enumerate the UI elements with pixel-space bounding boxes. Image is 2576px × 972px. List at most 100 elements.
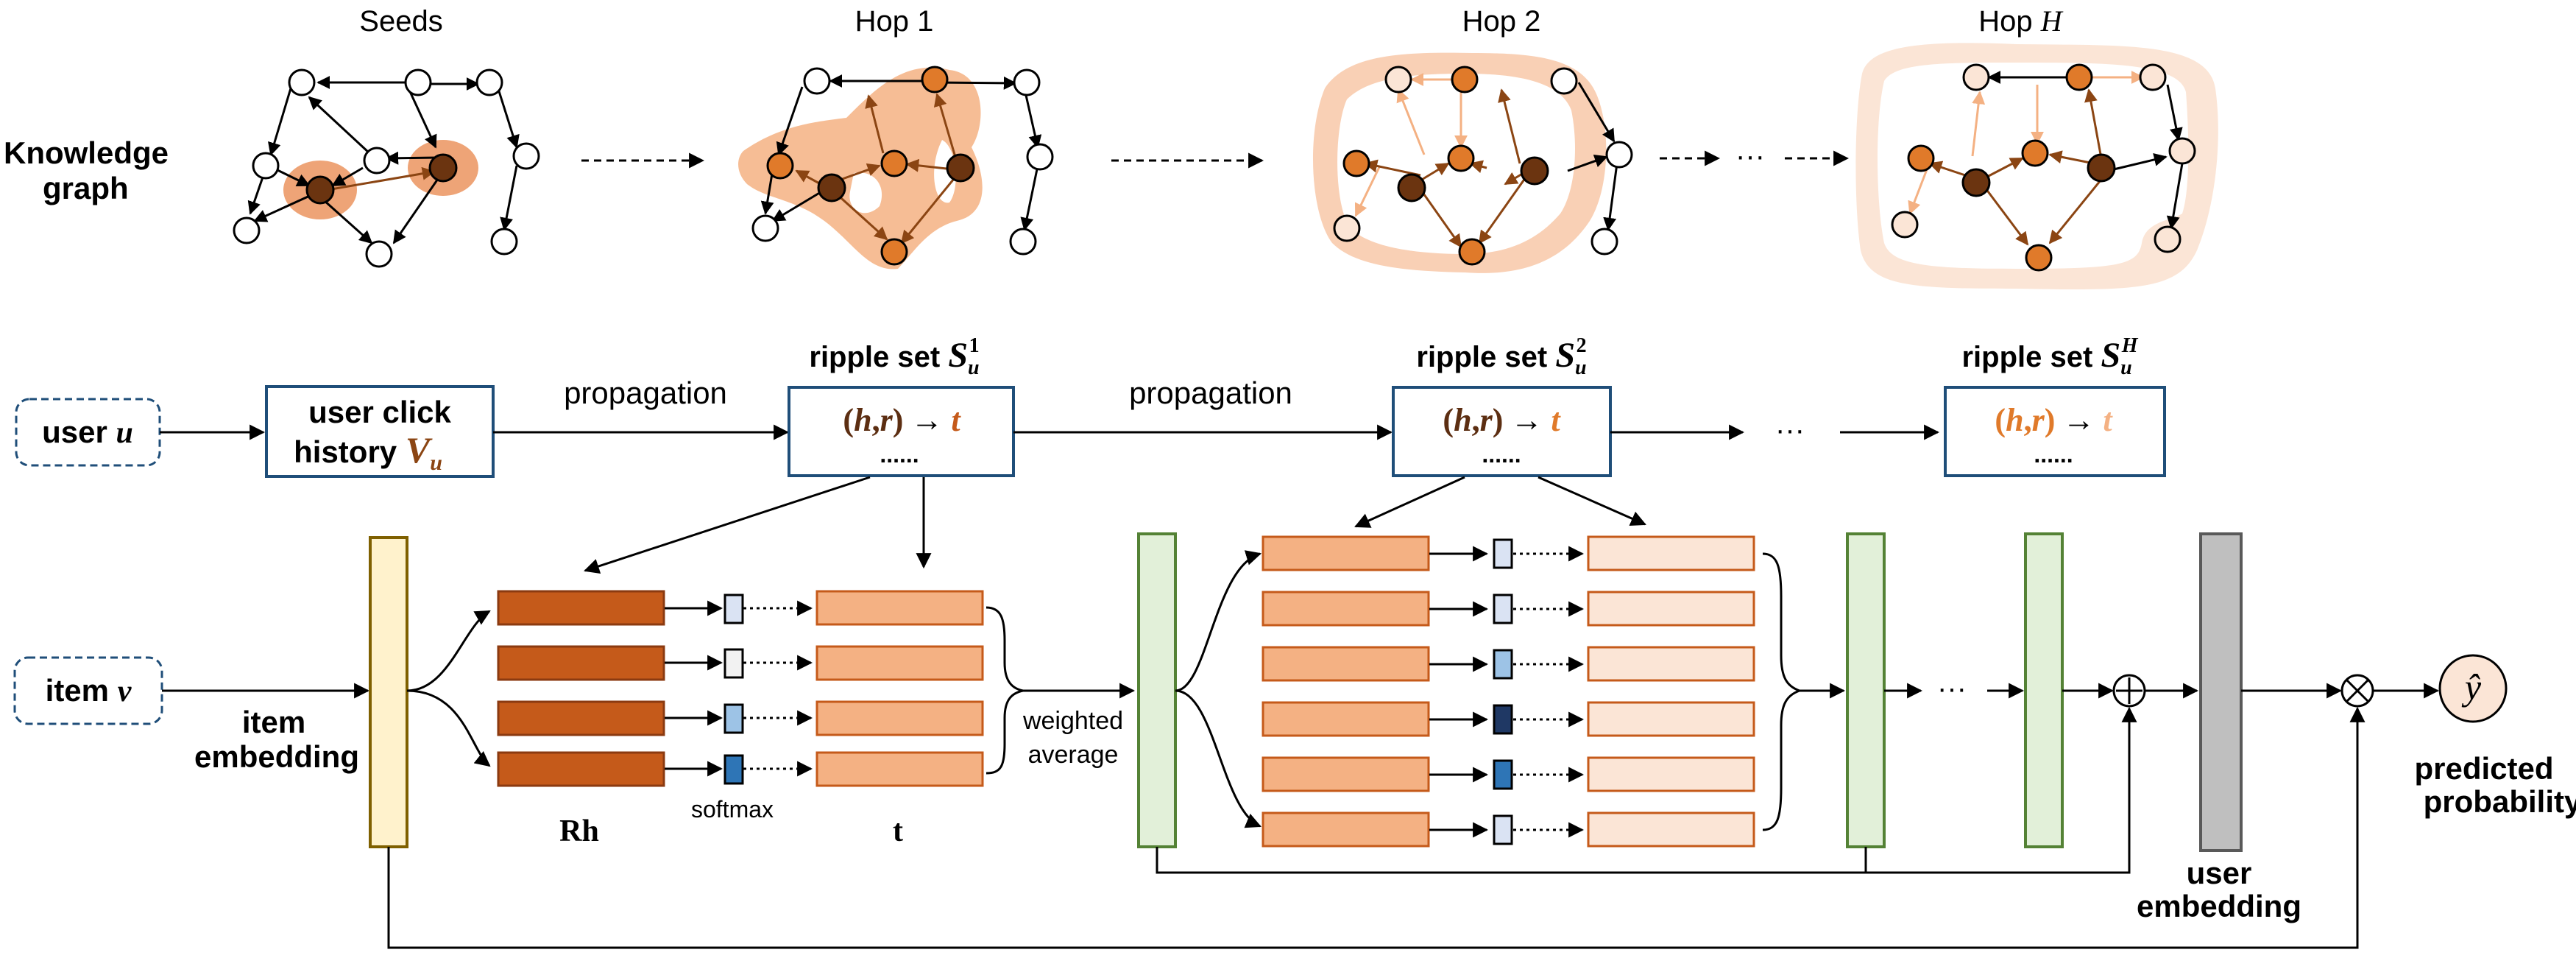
- r1-dots: ......: [880, 441, 919, 468]
- r1-arrow: →: [910, 402, 951, 438]
- r1-comma: ,: [872, 402, 880, 438]
- arrow-r2-left: [1354, 476, 1465, 528]
- history-line1: user click: [308, 395, 451, 429]
- item-embedding-line2: embedding: [194, 739, 359, 774]
- header-hop1: Hop 1: [855, 5, 934, 38]
- r1-h: h: [854, 402, 871, 438]
- rH-t: t: [2103, 402, 2113, 438]
- t-bars-1: [815, 590, 984, 787]
- rh-bars-2: [1262, 535, 1430, 848]
- r2-r: r: [1480, 402, 1493, 438]
- ripple2-S: S: [1555, 336, 1575, 375]
- history-line2: history: [294, 434, 406, 469]
- predicted-line1: predicted: [2414, 751, 2553, 786]
- label-softmax: softmax: [691, 796, 774, 823]
- svg-text:(h,r)→ t: (h,r)→ t: [1995, 402, 2113, 438]
- item-label: item: [46, 673, 118, 708]
- r1-open: (: [843, 402, 854, 438]
- rH-comma: ,: [2024, 402, 2032, 438]
- green-bar-3: [2024, 532, 2064, 848]
- propagation-label-2: propagation: [1129, 376, 1292, 410]
- brace-2: [1762, 552, 1803, 831]
- svg-text:ripple set Su1: ripple set Su1: [809, 334, 979, 379]
- history-var: V: [406, 429, 433, 471]
- r2-dots: ......: [1482, 441, 1521, 468]
- graph-hopH: [1855, 43, 2218, 290]
- rH-h: h: [2006, 402, 2023, 438]
- graph-hop2: [1312, 52, 1633, 273]
- user-embedding-bar: [2199, 532, 2243, 852]
- green-bar-2: [1846, 532, 1886, 848]
- r1-t: t: [951, 402, 961, 438]
- graph-seeds: [233, 68, 540, 268]
- hop1-hole: [849, 140, 956, 214]
- header-hopH-var: H: [2040, 4, 2064, 38]
- propagation-label-1: propagation: [564, 376, 727, 410]
- softmax-2: [1493, 538, 1513, 845]
- item-var: v: [118, 675, 132, 708]
- ellipsis-ripple: ···: [1775, 414, 1805, 446]
- ripple2-prefix: ripple set: [1416, 341, 1555, 373]
- seed-arrows-orange: [330, 166, 436, 191]
- r2-open: (: [1443, 402, 1454, 438]
- item-node: item v: [13, 656, 163, 725]
- svg-text:ripple set SuH: ripple set SuH: [1961, 334, 2138, 379]
- softmax-1: [723, 594, 744, 785]
- rippleH-prefix: ripple set: [1961, 341, 2101, 373]
- skip-item-embedding: [387, 706, 2366, 949]
- r2-t: t: [1551, 402, 1561, 438]
- item-embedding-line1: item: [242, 705, 305, 739]
- rH-open: (: [1995, 402, 2006, 438]
- user-node: user u: [15, 398, 161, 467]
- ripple-set-2: ripple set Su2 (h,r)→ t ......: [1392, 334, 1612, 477]
- user-var: u: [116, 416, 133, 450]
- r1-close: ): [893, 402, 904, 438]
- svg-text:history Vu: history Vu: [294, 429, 442, 475]
- ripple1-prefix: ripple set: [809, 341, 948, 373]
- label-Rh: Rh: [559, 814, 599, 848]
- user-embedding-line2: embedding: [2137, 889, 2301, 923]
- arrow-r2-right: [1538, 476, 1646, 526]
- svg-text:(h,r)→ t: (h,r)→ t: [843, 402, 961, 438]
- green-bar-1: [1137, 532, 1177, 848]
- label-t: t: [893, 814, 903, 848]
- ripple2-sup: 2: [1577, 334, 1587, 357]
- ripple-set-H: ripple set SuH (h,r)→ t ......: [1944, 334, 2166, 477]
- ellipsis-bottom: ···: [1937, 672, 1967, 705]
- user-label: user: [42, 415, 116, 449]
- svg-text:item v: item v: [46, 673, 132, 708]
- svg-text:ripple set Su2: ripple set Su2: [1416, 334, 1586, 379]
- ellipsis-hops: ···: [1735, 140, 1765, 172]
- prediction-node: ŷ: [2438, 654, 2508, 723]
- ripple-set-1: ripple set Su1 (h,r)→ t ......: [788, 334, 1015, 477]
- ripple2-sub: u: [1575, 356, 1587, 379]
- header-hopH: Hop H: [1978, 4, 2064, 38]
- weighted-line2: average: [1028, 741, 1119, 769]
- r2-arrow: →: [1510, 402, 1551, 438]
- brace-1: [986, 606, 1024, 775]
- rH-dots: ......: [2034, 441, 2073, 468]
- rH-close: ): [2045, 402, 2056, 438]
- user-click-history: user click history Vu: [265, 385, 495, 478]
- arrow-r1-to-embed: [584, 476, 871, 574]
- kg-label-line2: graph: [43, 171, 129, 205]
- ripple1-S: S: [948, 336, 968, 375]
- rippleH-sup: H: [2121, 334, 2139, 357]
- rH-r: r: [2032, 402, 2045, 438]
- header-hopH-text: Hop: [1978, 5, 2041, 38]
- yhat: ŷ: [2461, 666, 2482, 708]
- item-embedding-bar: [369, 536, 408, 848]
- branch-arrows-2: [1175, 550, 1262, 828]
- svg-text:user u: user u: [42, 415, 133, 450]
- history-sub: u: [430, 451, 442, 475]
- rH-arrow: →: [2062, 402, 2103, 438]
- skip-connection-greens: [1156, 706, 2137, 874]
- plus-operator: [2112, 674, 2146, 708]
- r1-r: r: [880, 402, 894, 438]
- weighted-line1: weighted: [1022, 707, 1123, 735]
- r2-close: ): [1493, 402, 1504, 438]
- header-seeds: Seeds: [359, 5, 442, 38]
- branch-arrows-1: [406, 610, 491, 767]
- times-operator: [2340, 674, 2374, 708]
